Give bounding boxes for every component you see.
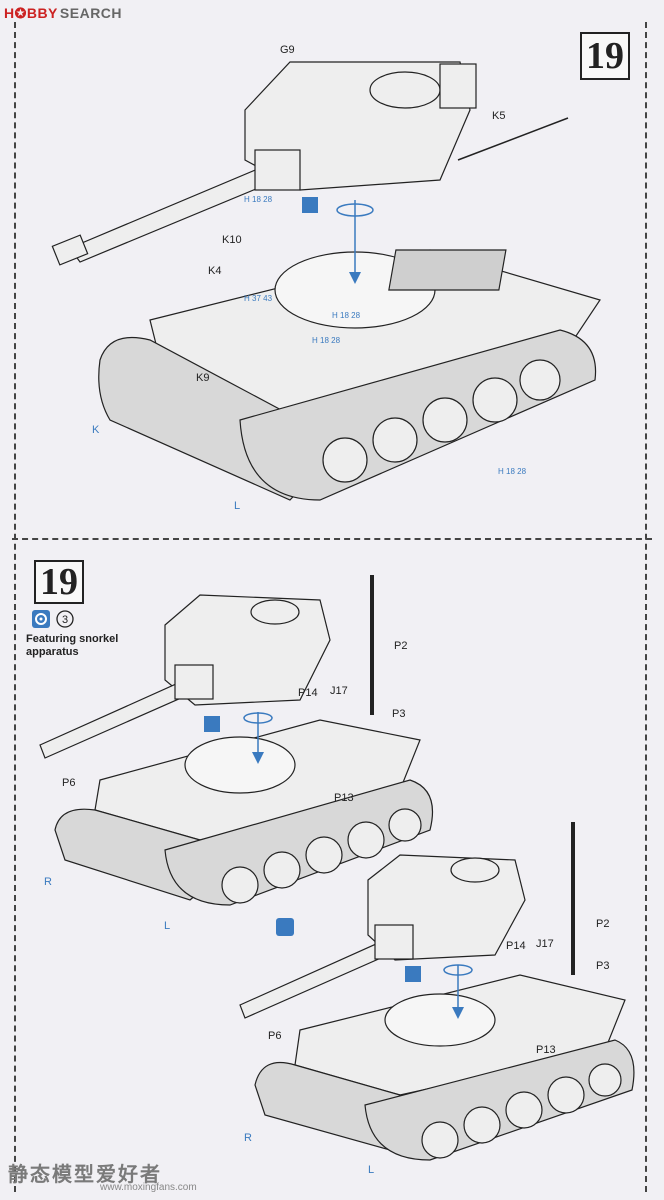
step-number-bottom: 19 <box>34 560 84 604</box>
label-bot-p2: P2 <box>596 918 610 930</box>
top-glue-icon <box>302 197 318 213</box>
label-mid-r: R <box>44 876 52 888</box>
label-k9: K9 <box>196 372 210 384</box>
mid-wheel-4 <box>347 821 385 859</box>
bottom-commander-cupola <box>450 857 500 883</box>
mid-commander-cupola <box>250 599 300 625</box>
sequence-number: 3 <box>62 614 68 626</box>
label-h18-c: H 18 28 <box>312 336 341 345</box>
label-mid-j17: J17 <box>330 685 348 697</box>
bottom-glue-icon <box>405 966 421 982</box>
watermark-brand: H✪BBY <box>4 4 58 21</box>
snorkel-note: Featuring snorkel apparatus <box>26 633 118 659</box>
label-bot-p6: P6 <box>268 1030 282 1042</box>
section-divider <box>12 538 652 540</box>
bottom-wheel-5 <box>588 1063 622 1097</box>
label-bot-p13: P13 <box>536 1044 556 1056</box>
top-wheel-1 <box>322 437 368 483</box>
step-number-top: 19 <box>580 32 630 80</box>
top-commander-cupola <box>369 71 441 109</box>
bottom-mantlet <box>374 924 414 960</box>
sequence-circle-icon: 3 <box>56 610 74 628</box>
hobbysearch-watermark: H✪BBY SEARCH <box>4 4 122 22</box>
snorkel-note-line2: apparatus <box>26 646 79 658</box>
mid-wheel-2 <box>263 851 301 889</box>
label-mid-p2: P2 <box>394 640 408 652</box>
top-wheel-5 <box>519 359 561 401</box>
bottom-gun-barrel <box>239 939 391 1019</box>
mid-version-icon <box>276 918 294 936</box>
top-engine-grille <box>388 249 507 291</box>
bottom-wheel-4 <box>547 1076 585 1114</box>
mid-gun-barrel <box>39 679 191 759</box>
label-h18-d: H 18 28 <box>498 467 527 476</box>
bottom-wheel-2 <box>463 1106 501 1144</box>
label-mid-p3: P3 <box>392 708 406 720</box>
label-h18-b: H 18 28 <box>332 311 361 320</box>
label-mid-p6: P6 <box>62 777 76 789</box>
label-k5: K5 <box>492 110 506 122</box>
label-mid-p14: P14 <box>298 687 318 699</box>
snorkel-note-line1: Featuring snorkel <box>26 633 119 645</box>
label-h18-a: H 18 28 <box>244 195 273 204</box>
step-icons: 3 <box>32 610 74 628</box>
top-muzzle-brake <box>51 234 89 266</box>
watermark-search: SEARCH <box>59 5 123 21</box>
top-mantlet <box>254 149 301 191</box>
label-bot-p14: P14 <box>506 940 526 952</box>
mid-wheel-3 <box>305 836 343 874</box>
mid-wheel-5 <box>388 808 422 842</box>
top-stowage-bin <box>439 63 477 109</box>
top-wheel-3 <box>422 397 468 443</box>
frame-left-border <box>14 22 16 1192</box>
top-arrow-head <box>349 272 361 284</box>
label-bot-j17: J17 <box>536 938 554 950</box>
mid-wheel-1 <box>221 866 259 904</box>
label-mid-l: L <box>164 920 171 932</box>
site-watermark-title: 静态模型爱好者 <box>8 1162 162 1186</box>
label-mid-p13: P13 <box>334 792 354 804</box>
bottom-turret-ring <box>384 993 496 1047</box>
site-watermark-url: www.moxingfans.com <box>100 1182 197 1193</box>
label-k: K <box>92 424 100 436</box>
label-k4: K4 <box>208 265 222 277</box>
version-icon <box>32 610 50 628</box>
mid-rotation-arrow <box>243 712 273 724</box>
mid-glue-icon <box>204 716 220 732</box>
top-rotation-arrow <box>336 203 374 217</box>
bottom-rotation-arrow <box>443 964 473 976</box>
label-bot-l: L <box>368 1164 375 1176</box>
label-l-top: L <box>234 500 241 512</box>
top-wheel-2 <box>372 417 418 463</box>
label-bot-r: R <box>244 1132 252 1144</box>
frame-right-border <box>645 22 647 1192</box>
label-bot-p3: P3 <box>596 960 610 972</box>
label-k10: K10 <box>222 234 242 246</box>
label-h37: H 37 43 <box>244 294 273 303</box>
mid-mantlet <box>174 664 214 700</box>
top-wheel-4 <box>472 377 518 423</box>
mid-arrow-head <box>252 752 264 764</box>
bottom-arrow-head <box>452 1007 464 1019</box>
top-antenna <box>457 117 569 161</box>
bottom-wheel-1 <box>421 1121 459 1159</box>
bottom-wheel-3 <box>505 1091 543 1129</box>
mid-turret-ring <box>184 736 296 794</box>
top-gun-barrel <box>69 167 269 263</box>
label-g9: G9 <box>280 44 295 56</box>
